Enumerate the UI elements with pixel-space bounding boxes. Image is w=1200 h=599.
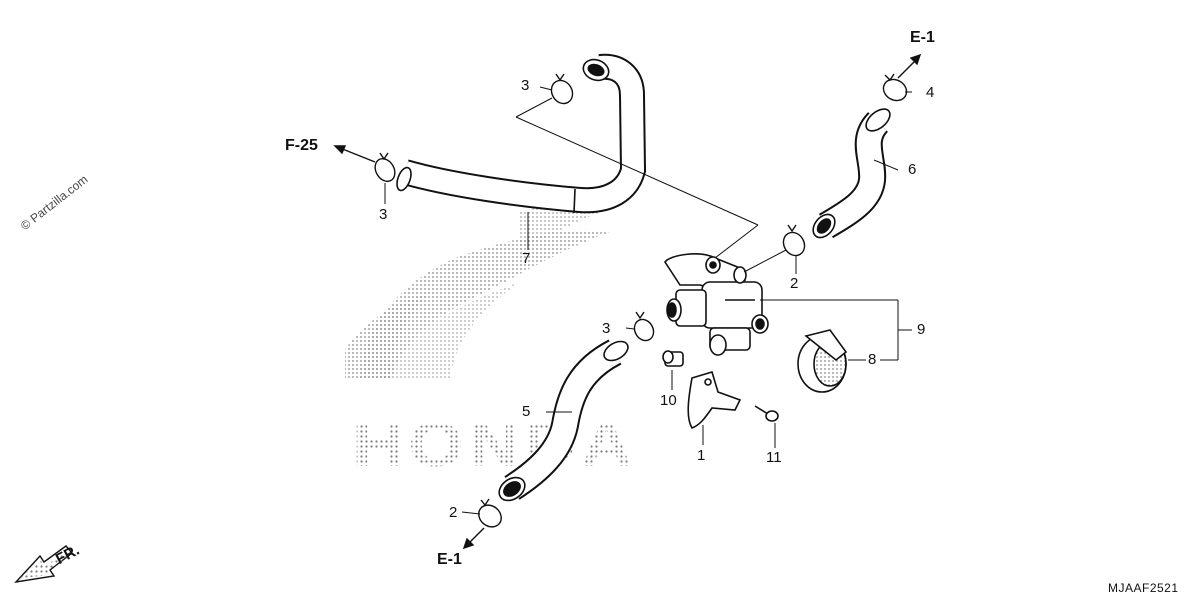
callout-1: 1: [697, 447, 706, 464]
callout-7: 7: [522, 250, 531, 267]
callout-3: 3: [602, 320, 611, 337]
hose-5: [498, 339, 629, 502]
ref-e1-top: E-1: [910, 29, 935, 46]
honda-wing-logo: [345, 198, 630, 380]
bolt-10: [662, 350, 684, 367]
honda-wordmark: HONDA: [352, 411, 637, 480]
callout-4: 4: [926, 84, 935, 101]
callout-8: 8: [868, 351, 877, 368]
hose-7: [396, 53, 647, 214]
leader-lines: [384, 86, 912, 515]
screw-11: [754, 405, 779, 422]
front-arrow: [14, 545, 74, 584]
callout-3: 3: [521, 77, 530, 94]
callout-9: 9: [917, 321, 926, 338]
ref-e1-bottom: E-1: [437, 551, 462, 568]
callout-10: 10: [660, 392, 677, 409]
reference-arrows: [333, 53, 922, 550]
hose-6: [812, 108, 891, 239]
clips: [374, 73, 908, 528]
valve-assembly: [664, 253, 769, 356]
svg-text:HONDA: HONDA: [352, 411, 637, 480]
band-8: [797, 329, 848, 393]
ref-f25-left: F-25: [285, 137, 318, 154]
callout-5: 5: [522, 403, 531, 420]
callout-2: 2: [449, 504, 458, 521]
callout-11: 11: [766, 449, 782, 466]
callout-2: 2: [790, 275, 799, 292]
diagram-code: MJAAF2521: [1108, 581, 1179, 595]
callout-6: 6: [908, 161, 917, 178]
callout-3: 3: [379, 206, 388, 223]
bracket-1: [687, 371, 742, 429]
